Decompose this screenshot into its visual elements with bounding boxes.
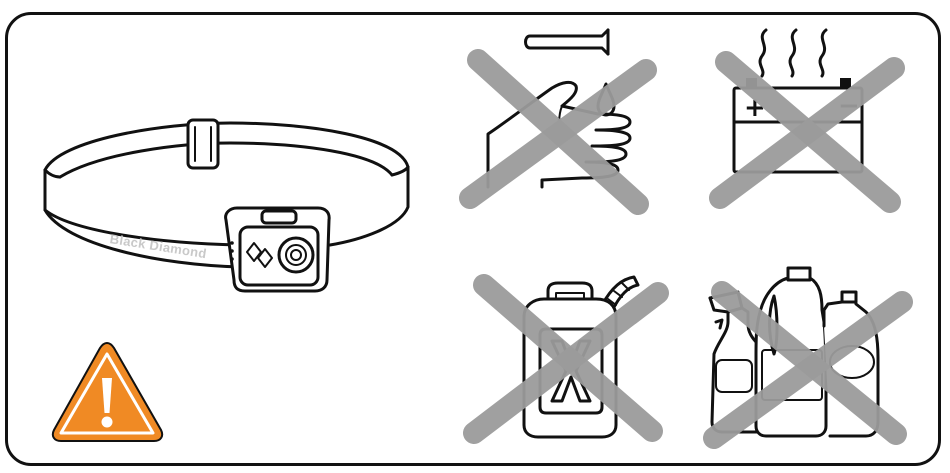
warning-icon [51,341,164,442]
battery-acid-prohibited: + − [704,22,914,213]
battery-acid-prohibited-icon: + − [709,28,905,213]
headlamp-illustration: Black Diamond [40,115,420,295]
fuel-can-prohibited [462,265,672,445]
cleaning-bottles-prohibited-icon [703,266,913,449]
hand-chemical-prohibited-icon [459,28,657,215]
warning-sign [50,340,165,445]
headlamp-icon [43,118,410,293]
cleaning-bottles-prohibited [698,262,918,449]
hand-chemical-prohibited [458,22,668,215]
fuel-can-prohibited-icon [463,274,669,444]
